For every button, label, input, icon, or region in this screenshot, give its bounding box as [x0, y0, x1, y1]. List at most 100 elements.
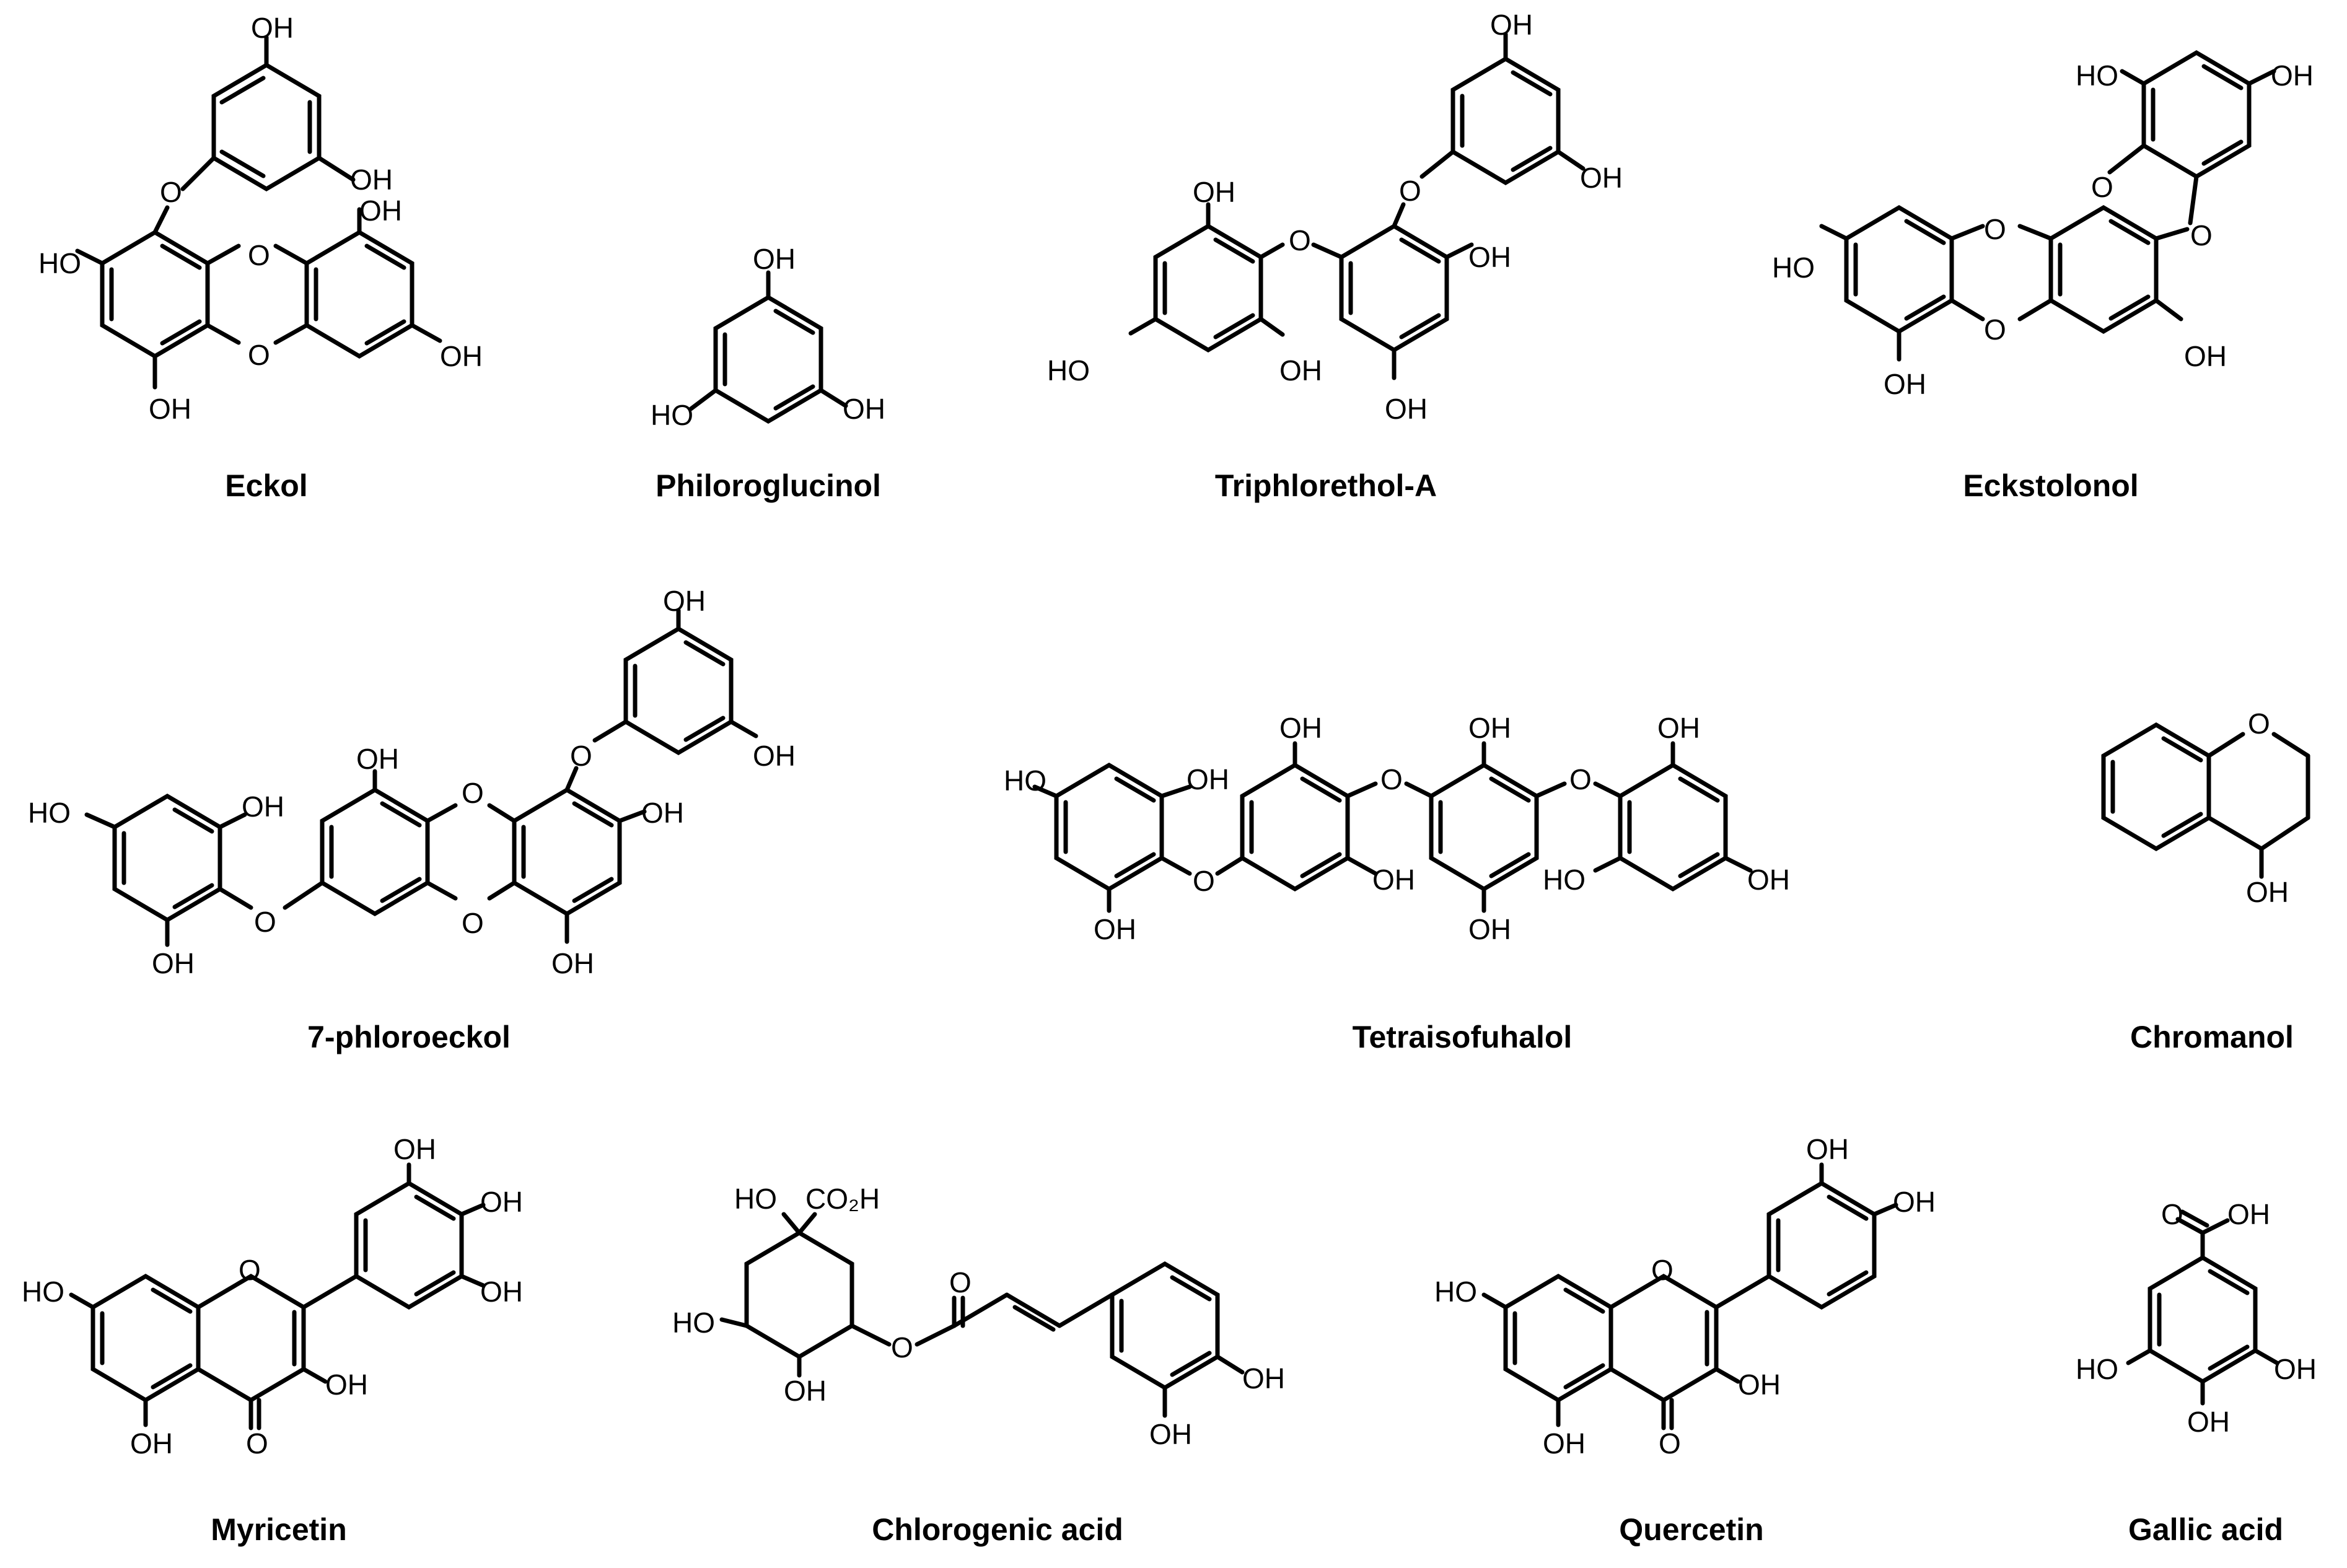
- molecule-gallic: O OH HO OH OH Gallic acid: [2069, 1183, 2342, 1561]
- molecule-name: Philoroglucinol: [656, 468, 881, 503]
- atom-label: OH: [551, 947, 594, 979]
- molecule-eckstolonol: HO OH O O HO O O OH OH HO Eckstolonol: [1760, 12, 2342, 520]
- atom-label: HO: [2076, 1353, 2118, 1385]
- atom-label: HO: [1434, 1276, 1477, 1308]
- molecule-name: Quercetin: [1619, 1512, 1764, 1547]
- molecule-name: Chromanol: [2130, 1020, 2294, 1054]
- atom-label: HO: [734, 1183, 777, 1215]
- atom-label: O: [462, 777, 484, 809]
- atom-label: OH: [1490, 9, 1533, 41]
- atom-label: O: [1984, 213, 2006, 245]
- atom-label: HO: [1543, 864, 1586, 896]
- atom-label: OH: [242, 791, 284, 823]
- atom-label: OH: [2274, 1353, 2317, 1385]
- atom-label: OH: [1242, 1362, 1285, 1395]
- atom-label: OH: [641, 797, 684, 829]
- atom-label: OH: [843, 393, 885, 425]
- atom-label: OH: [1738, 1369, 1781, 1401]
- molecule-chromanol: O OH Chromanol: [2088, 688, 2336, 1078]
- atom-label: OH: [1893, 1186, 1936, 1218]
- atom-label: OH: [2271, 59, 2314, 92]
- atom-label: OH: [1657, 712, 1700, 744]
- atom-label: HO: [22, 1276, 64, 1308]
- molecule-triphlorethol: OH OH O OH O OH HO OH OH Triphlorethol-A: [1022, 6, 1630, 520]
- molecule-name: Tetraisofuhalol: [1352, 1020, 1573, 1054]
- molecule-name: Eckol: [225, 468, 308, 503]
- atom-label: O: [246, 1427, 268, 1460]
- eckol-structure: OH OH O OH HO O OH O OH: [38, 12, 483, 425]
- atom-label: O: [1659, 1427, 1681, 1460]
- atom-label: OH: [753, 740, 796, 772]
- atom-label: OH: [1468, 913, 1511, 945]
- molecule-myricetin: OH OH HO O OH OH OH O Myricetin: [12, 1133, 545, 1561]
- atom-label: O: [891, 1331, 913, 1364]
- atom-label: CO₂H: [805, 1183, 880, 1215]
- atom-label: HO: [672, 1307, 715, 1339]
- molecule-name: Eckstolonol: [1963, 468, 2139, 503]
- phloroglucinol-structure: OH HO OH: [651, 243, 885, 431]
- molecule-phloroeckol: OH OH O OH O HO OH OH O O OH OH 7-phloro…: [12, 582, 805, 1078]
- atom-label: OH: [2184, 340, 2227, 372]
- atom-label: HO: [1772, 252, 1815, 284]
- atom-label: OH: [1279, 354, 1322, 387]
- atom-label: OH: [350, 164, 393, 196]
- atom-label: OH: [393, 1133, 436, 1165]
- atom-label: OH: [325, 1369, 368, 1401]
- molecule-eckol: OH OH O OH HO O OH O OH Eckol: [25, 12, 508, 520]
- myricetin-structure: OH OH HO O OH OH OH O: [22, 1133, 523, 1460]
- triphlorethol-structure: OH OH O OH O OH HO OH OH: [1047, 9, 1623, 425]
- atom-label: O: [1193, 865, 1215, 897]
- molecule-tetraisofuhalol: HO OH OH O OH O OH OH OH OH OH HO OH O T…: [1004, 681, 1921, 1078]
- eckstolonol-structure: HO OH O O HO O O OH OH HO: [1772, 50, 2314, 400]
- atom-label: HO: [28, 797, 71, 829]
- atom-label: O: [949, 1266, 972, 1299]
- molecule-name: Myricetin: [211, 1512, 347, 1547]
- atom-label: OH: [1884, 368, 1926, 400]
- molecule-name: 7-phloroeckol: [307, 1020, 511, 1054]
- tetraisofuhalol-structure: HO OH OH O OH O OH OH OH OH OH HO OH O: [1004, 712, 1790, 945]
- atom-label: HO: [1047, 354, 1090, 387]
- atom-label: OH: [1193, 176, 1235, 208]
- atom-label: HO: [1004, 764, 1046, 797]
- atom-label: O: [2091, 171, 2113, 203]
- atom-label: O: [1569, 763, 1592, 795]
- chlorogenic-structure: HO CO₂H HO OH O O OH OH: [672, 1183, 1285, 1450]
- atom-label: O: [254, 906, 276, 938]
- molecule-name: Triphlorethol-A: [1214, 468, 1437, 503]
- atom-label: OH: [663, 585, 706, 617]
- phloroeckol-structure: OH OH O OH O HO OH OH O O OH OH: [28, 585, 796, 979]
- molecule-chlorogenic: HO CO₂H HO OH O O OH OH Chlorogenic acid: [657, 1152, 1338, 1561]
- atom-label: OH: [1279, 712, 1322, 744]
- atom-label: OH: [1385, 393, 1428, 425]
- atom-label: OH: [1468, 241, 1511, 273]
- atom-label: OH: [1806, 1133, 1849, 1165]
- atom-label: O: [570, 740, 592, 772]
- atom-label: OH: [1580, 162, 1623, 194]
- atom-label: OH: [784, 1375, 827, 1407]
- atom-label: OH: [1149, 1418, 1192, 1450]
- atom-label: HO: [2076, 59, 2118, 92]
- atom-label: O: [2190, 219, 2213, 252]
- atom-label: O: [2248, 707, 2270, 740]
- molecule-name: Chlorogenic acid: [872, 1512, 1123, 1547]
- molecule-phloroglucinol: OH HO OH Philoroglucinol: [638, 229, 898, 520]
- atom-label: O: [2161, 1198, 2183, 1230]
- atom-label: O: [1651, 1254, 1674, 1286]
- atom-label: OH: [1094, 913, 1136, 945]
- atom-label: HO: [651, 399, 693, 431]
- atom-label: OH: [440, 340, 483, 372]
- atom-label: OH: [2187, 1406, 2230, 1438]
- atom-label: O: [248, 239, 270, 271]
- atom-label: OH: [1468, 712, 1511, 744]
- atom-label: OH: [1372, 864, 1415, 896]
- atom-label: OH: [1187, 763, 1229, 795]
- atom-label: O: [1984, 313, 2006, 346]
- atom-label: HO: [38, 247, 81, 279]
- chromanol-structure: O OH: [2101, 707, 2310, 908]
- quercetin-structure: OH OH HO O OH OH O: [1434, 1133, 1936, 1460]
- molecule-name: Gallic acid: [2128, 1512, 2284, 1547]
- atom-label: O: [248, 339, 270, 371]
- atom-label: OH: [753, 243, 796, 275]
- atom-label: OH: [359, 195, 402, 227]
